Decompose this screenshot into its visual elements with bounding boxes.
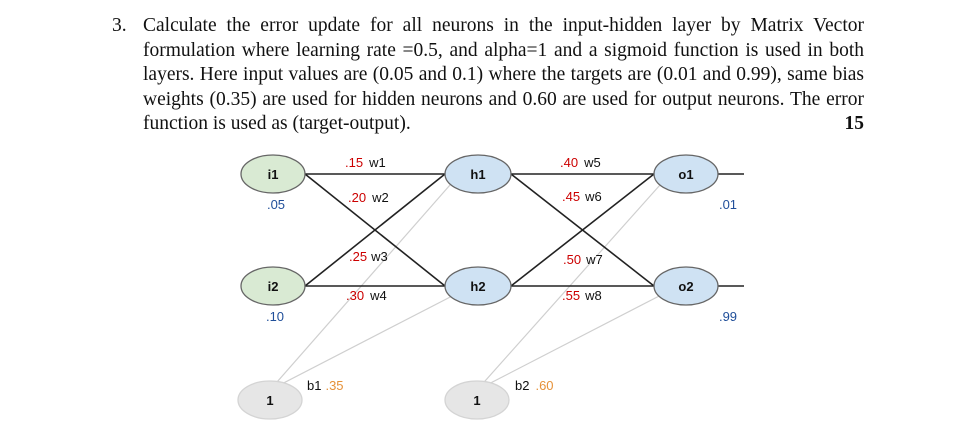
node-i1 [240, 154, 306, 194]
node-o1-label: o1 [678, 167, 693, 182]
target-o1-value: .01 [719, 197, 737, 212]
weight-label-w8: .55 w8 [562, 288, 602, 303]
weight-w8-name: w8 [584, 288, 602, 303]
weight-label-w1: .15 w1 [345, 155, 386, 170]
bias-line-b2-o2 [476, 292, 666, 391]
line-w7 [510, 173, 655, 287]
node-b1-label: 1 [266, 393, 273, 408]
question-number: 3. [112, 15, 127, 36]
node-o2 [653, 266, 719, 306]
question-text: Calculate the error update for all neuro… [143, 15, 864, 134]
nodes [237, 154, 719, 420]
node-o2-label: o2 [678, 279, 693, 294]
weight-w7-value: .50 [563, 252, 581, 267]
weight-w2-name: w2 [371, 190, 389, 205]
weight-label-w6: .45 w6 [562, 189, 602, 204]
line-w3 [304, 173, 446, 287]
input-i2-value: .10 [266, 309, 284, 324]
bias-labels: b1 .35 b2 .60 [307, 378, 554, 393]
io-values: .05 .10 .01 .99 [266, 197, 737, 324]
node-i2 [240, 266, 306, 306]
bias-label-b1: b1 .35 [307, 378, 344, 393]
weight-w3-name: w3 [370, 249, 388, 264]
bias-b2-name: b2 [515, 378, 529, 393]
weight-w7-name: w7 [585, 252, 603, 267]
weight-w2-value: .20 [348, 190, 366, 205]
weight-w1-value: .15 [345, 155, 363, 170]
weight-w6-name: w6 [584, 189, 602, 204]
weight-w4-name: w4 [369, 288, 387, 303]
weight-w3-value: .25 [349, 249, 367, 264]
node-h1 [444, 154, 512, 194]
node-labels: i1 i2 h1 h2 o1 o2 1 1 [266, 167, 693, 408]
node-h2-label: h2 [470, 279, 485, 294]
question-block: 3. Calculate the error update for all ne… [112, 14, 864, 137]
weight-connections [304, 173, 744, 287]
node-b2-label: 1 [473, 393, 480, 408]
weight-w6-value: .45 [562, 189, 580, 204]
question-marks: 15 [844, 113, 865, 134]
bias-line-b1-h2 [269, 292, 459, 391]
weight-w5-name: w5 [583, 155, 601, 170]
node-h2 [444, 266, 512, 306]
bias-b1-value: .35 [325, 378, 343, 393]
bias-line-b2-o1 [476, 184, 661, 391]
input-i1-value: .05 [267, 197, 285, 212]
weight-w4-value: .30 [346, 288, 364, 303]
weight-label-w4: .30 w4 [346, 288, 387, 303]
node-b1 [237, 380, 303, 420]
bias-label-b2: b2 .60 [515, 378, 554, 393]
weight-label-w2: .20 w2 [348, 190, 389, 205]
weight-w5-value: .40 [560, 155, 578, 170]
target-o2-value: .99 [719, 309, 737, 324]
weight-label-w5: .40 w5 [560, 155, 601, 170]
node-i1-label: i1 [268, 167, 279, 182]
node-b2 [444, 380, 510, 420]
weight-w8-value: .55 [562, 288, 580, 303]
weight-label-w7: .50 w7 [563, 252, 603, 267]
node-i2-label: i2 [268, 279, 279, 294]
bias-b2-value: .60 [535, 378, 553, 393]
weight-w1-name: w1 [368, 155, 386, 170]
node-h1-label: h1 [470, 167, 485, 182]
node-o1 [653, 154, 719, 194]
bias-connections [269, 184, 666, 391]
bias-b1-name: b1 [307, 378, 321, 393]
bias-line-b1-h1 [269, 184, 451, 391]
